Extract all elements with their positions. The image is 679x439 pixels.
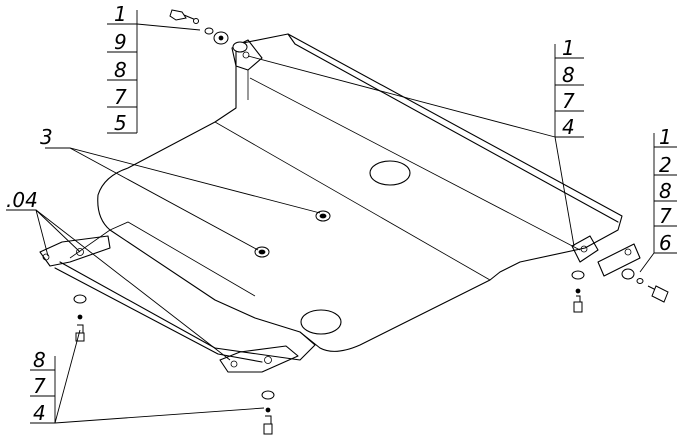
- hardware-top-left: [169, 9, 248, 53]
- front-flange-fold: [69, 229, 111, 259]
- callout-top-right-1: 1: [562, 36, 575, 60]
- callout-far-right-3: 8: [659, 179, 672, 203]
- bracket-right: [571, 235, 599, 263]
- callout-top-left-4: 7: [114, 85, 127, 109]
- callout-bolt-label: 3: [40, 125, 53, 149]
- bracket-front-right: [219, 345, 299, 373]
- callout-bracket-label: .04: [6, 188, 38, 212]
- callout-far-right-1: 1: [659, 125, 672, 149]
- callout-top-right: 1 8 7 4: [562, 36, 575, 139]
- front-flange-lower: [54, 267, 263, 363]
- access-hole-rear: [369, 160, 411, 186]
- bracket-far-right: [597, 243, 641, 277]
- callout-top-right-3: 7: [562, 89, 575, 113]
- callout-top-right-4: 4: [562, 115, 575, 139]
- hardware-front-right: [261, 390, 275, 435]
- callout-top-left: 1 9 8 7 5: [114, 2, 127, 135]
- hardware-right: [571, 270, 585, 313]
- plate-ridge-rear: [249, 77, 581, 251]
- rear-flange-edge: [287, 33, 619, 223]
- hardware-front-left: [73, 294, 87, 342]
- callout-bottom-left-3: 4: [33, 401, 46, 425]
- callout-bottom-left-2: 7: [33, 374, 46, 398]
- callout-top-left-5: 5: [114, 111, 127, 135]
- bracket-front-left: [39, 235, 111, 267]
- callout-top-right-2: 8: [562, 63, 575, 87]
- front-flange: [59, 261, 316, 361]
- plate-bolt-lower: [254, 246, 270, 258]
- plate-ridge-front: [214, 121, 491, 281]
- callout-far-right-5: 6: [659, 231, 672, 255]
- callout-bottom-left: 8 7 4: [33, 348, 46, 425]
- callout-far-right-2: 2: [659, 153, 672, 177]
- callout-bottom-left-1: 8: [33, 348, 46, 372]
- plate-bolt-upper: [315, 210, 331, 222]
- skid-plate: [54, 33, 623, 363]
- plate-inner-edge: [109, 221, 256, 297]
- callout-far-right-4: 7: [659, 204, 672, 228]
- callout-top-left-3: 8: [114, 58, 127, 82]
- bracket-top-left: [231, 39, 263, 100]
- hardware-far-right: [621, 268, 669, 303]
- callout-top-left-2: 9: [114, 30, 127, 54]
- callout-far-right: 1 2 8 7 6: [659, 125, 672, 255]
- plate-outline: [97, 33, 623, 352]
- leader-lines: [6, 10, 677, 424]
- callout-top-left-1: 1: [114, 2, 127, 26]
- access-hole-front: [300, 309, 342, 335]
